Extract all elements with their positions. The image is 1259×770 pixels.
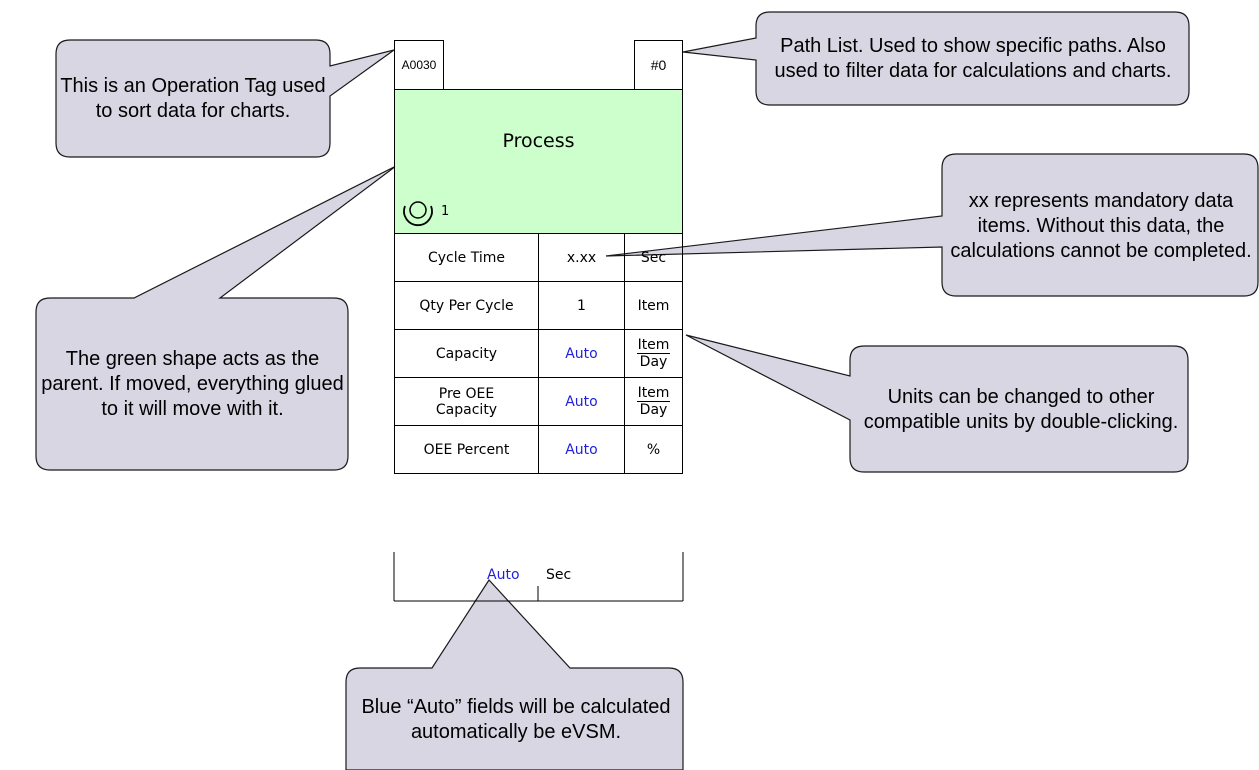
process-shape[interactable]: Process 1 xyxy=(394,89,683,234)
oee-percent-unit[interactable]: % xyxy=(624,425,683,474)
pre-oee-capacity-label: Pre OEE Capacity xyxy=(394,377,539,426)
oee-percent-value[interactable]: Auto xyxy=(538,425,625,474)
units-callout-shape xyxy=(685,334,1189,473)
capacity-unit-numerator: Item xyxy=(636,337,671,354)
auto-fields-callout-text: Blue “Auto” fields will be calculated au… xyxy=(361,696,671,743)
bottom-strip-value[interactable]: Auto xyxy=(487,567,520,583)
path-list-callout: Path List. Used to show specific paths. … xyxy=(760,14,1186,104)
green-shape-callout-shape xyxy=(35,165,397,471)
qty-per-cycle-value[interactable]: 1 xyxy=(538,281,625,330)
mandatory-callout-shape xyxy=(605,153,1259,297)
path-tag[interactable]: #0 xyxy=(634,40,683,90)
bottom-strip-unit[interactable]: Sec xyxy=(546,567,572,583)
auto-fields-callout-shape xyxy=(345,579,684,770)
units-callout: Units can be changed to other compatible… xyxy=(856,350,1186,470)
pre-oee-capacity-label-text: Pre OEE Capacity xyxy=(435,385,498,418)
pre-oee-capacity-value[interactable]: Auto xyxy=(538,377,625,426)
operation-tag[interactable]: A0030 xyxy=(394,40,444,90)
green-shape-callout: The green shape acts as the parent. If m… xyxy=(40,302,345,467)
capacity-unit-denominator: Day xyxy=(639,354,668,370)
capacity-value[interactable]: Auto xyxy=(538,329,625,378)
rotation-icon xyxy=(403,201,433,227)
path-tag-label: #0 xyxy=(650,57,667,73)
mandatory-callout: xx represents mandatory data items. With… xyxy=(946,158,1256,294)
green-shape-callout-text: The green shape acts as the parent. If m… xyxy=(41,348,344,420)
table-row: Capacity Auto Item Day xyxy=(394,329,683,378)
units-callout-text: Units can be changed to other compatible… xyxy=(863,386,1179,433)
path-list-callout-shape xyxy=(682,11,1190,106)
capacity-unit[interactable]: Item Day xyxy=(624,329,683,378)
cycle-time-label: Cycle Time xyxy=(394,233,539,282)
table-row: Qty Per Cycle 1 Item xyxy=(394,281,683,330)
operation-tag-callout-shape xyxy=(55,39,395,158)
table-row: Pre OEE Capacity Auto Item Day xyxy=(394,377,683,426)
cycle-time-value[interactable]: x.xx xyxy=(538,233,625,282)
pre-oee-capacity-unit-denominator: Day xyxy=(639,402,668,418)
table-row: OEE Percent Auto % xyxy=(394,425,683,474)
process-count: 1 xyxy=(441,204,450,219)
process-data-table: Cycle Time x.xx Sec Qty Per Cycle 1 Item… xyxy=(394,233,683,474)
mandatory-callout-text: xx represents mandatory data items. With… xyxy=(950,189,1252,262)
auto-fields-callout: Blue “Auto” fields will be calculated au… xyxy=(352,672,680,768)
table-row: Cycle Time x.xx Sec xyxy=(394,233,683,282)
operation-tag-label: A0030 xyxy=(401,58,437,72)
operation-tag-callout: This is an Operation Tag used to sort da… xyxy=(60,44,326,154)
process-title: Process xyxy=(502,130,575,152)
operation-tag-callout-text: This is an Operation Tag used to sort da… xyxy=(60,75,326,122)
capacity-label: Capacity xyxy=(394,329,539,378)
pre-oee-capacity-unit-numerator: Item xyxy=(636,385,671,402)
cycle-time-unit[interactable]: Sec xyxy=(624,233,683,282)
path-list-callout-text: Path List. Used to show specific paths. … xyxy=(774,35,1172,82)
qty-per-cycle-label: Qty Per Cycle xyxy=(394,281,539,330)
qty-per-cycle-unit[interactable]: Item xyxy=(624,281,683,330)
oee-percent-label: OEE Percent xyxy=(394,425,539,474)
pre-oee-capacity-unit[interactable]: Item Day xyxy=(624,377,683,426)
